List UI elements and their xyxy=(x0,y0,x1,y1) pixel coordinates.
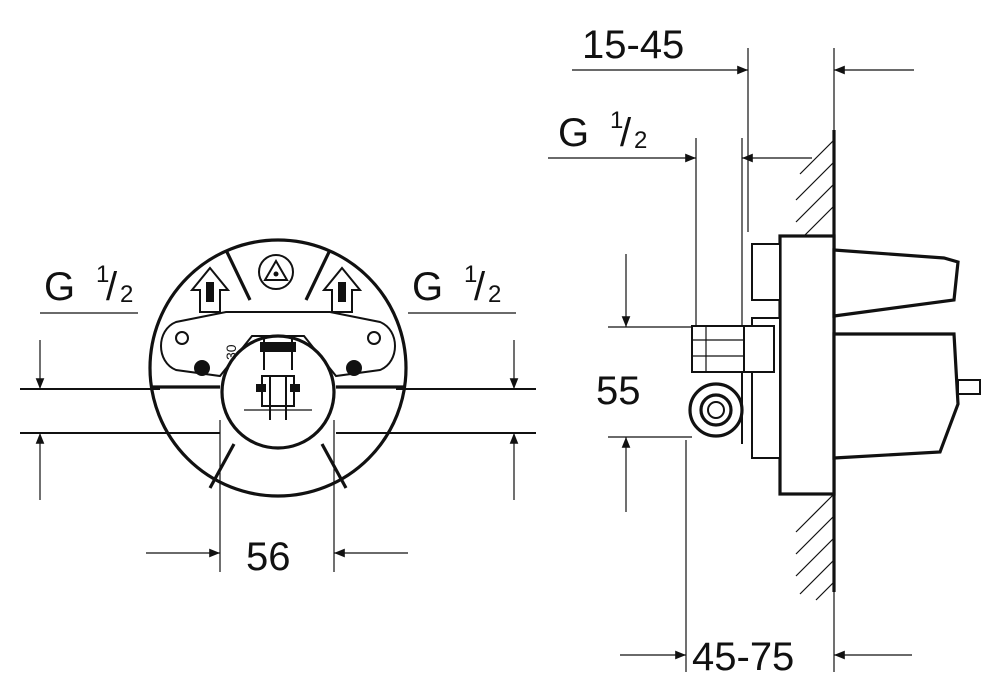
svg-text:/: / xyxy=(106,265,118,309)
warning-triangle-icon xyxy=(263,259,289,281)
side-spindle xyxy=(957,379,981,395)
front-plate-hole xyxy=(346,360,362,376)
svg-text:/: / xyxy=(474,265,486,309)
side-housing-step xyxy=(751,243,781,301)
front-segment-line xyxy=(304,249,332,301)
side-bottom-range-label: 45-75 xyxy=(692,635,794,679)
front-width-dim-label: 56 xyxy=(246,535,291,579)
side-thread-label: G 1 / 2 xyxy=(558,107,647,155)
side-top-range-label: 15-45 xyxy=(582,23,684,67)
svg-text:2: 2 xyxy=(634,127,647,154)
svg-text:1: 1 xyxy=(96,261,109,288)
front-view: 30 56 G 1 / 2 G xyxy=(20,238,536,579)
front-small-dim-label: 30 xyxy=(223,344,239,360)
front-plate-hole xyxy=(194,360,210,376)
svg-text:G: G xyxy=(412,265,443,309)
svg-text:1: 1 xyxy=(610,107,623,134)
svg-text:/: / xyxy=(620,111,632,155)
front-mounting-plate xyxy=(160,311,396,378)
svg-text:1: 1 xyxy=(464,261,477,288)
side-height-label: 55 xyxy=(596,369,641,413)
svg-text:2: 2 xyxy=(120,281,133,308)
side-outlet-fitting xyxy=(688,382,744,438)
svg-text:2: 2 xyxy=(488,281,501,308)
side-housing xyxy=(778,234,836,496)
svg-text:G: G xyxy=(44,265,75,309)
side-lower-handle xyxy=(832,332,960,460)
front-plate-hole xyxy=(175,331,189,345)
front-valve-core xyxy=(261,375,295,407)
side-view: 15-45 G 1 / 2 55 45-75 xyxy=(548,23,981,679)
front-segment-line xyxy=(208,443,236,489)
svg-text:G: G xyxy=(558,111,589,155)
front-top-badge xyxy=(258,254,294,290)
front-plate-hole xyxy=(367,331,381,345)
wall-hatching xyxy=(795,139,835,601)
side-upper-handle xyxy=(832,248,960,318)
front-segment-line xyxy=(224,249,252,301)
front-right-thread-label: G 1 / 2 xyxy=(412,261,501,309)
front-left-thread-label: G 1 / 2 xyxy=(44,261,133,309)
